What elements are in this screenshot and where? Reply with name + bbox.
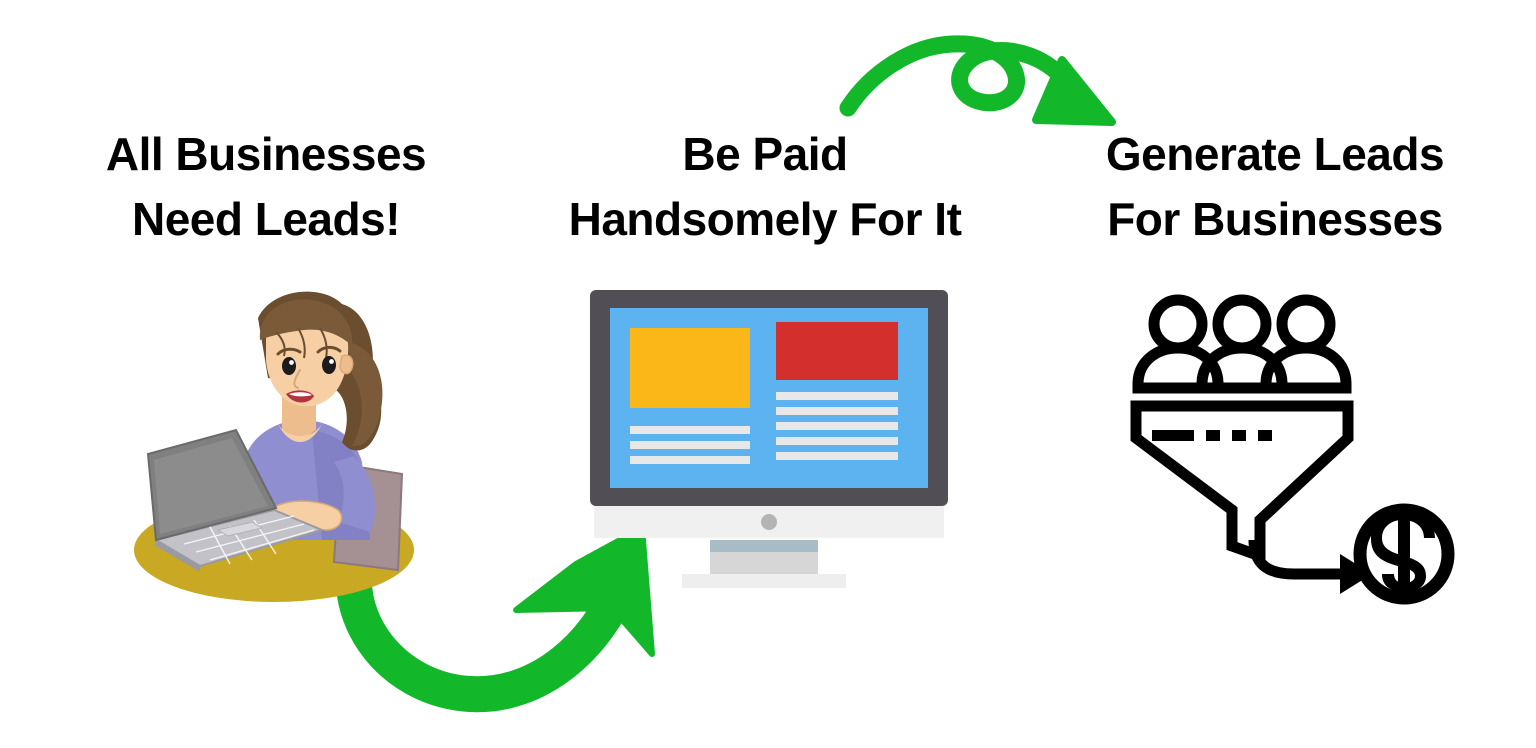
- desktop-computer-monitor-illustration: [586, 286, 958, 592]
- person-head-3: [1276, 294, 1336, 354]
- screen-text-lines-left: [630, 426, 750, 464]
- screen-block-yellow: [630, 328, 750, 408]
- right-arm: [334, 456, 376, 532]
- heading-center-line-1: Be Paid: [682, 128, 848, 180]
- right-eyebrow: [316, 345, 342, 354]
- woman-typing-on-laptop-illustration: [126, 278, 420, 610]
- left-eye: [282, 357, 296, 375]
- monitor-stand-base: [682, 574, 846, 588]
- heading-generate-leads-for-businesses: Generate Leads For Businesses: [1040, 122, 1510, 253]
- teeth: [289, 392, 312, 397]
- ear: [339, 354, 354, 375]
- curved-swoosh-arrow-up-right-icon: [330, 512, 690, 722]
- heading-be-paid-handsomely: Be Paid Handsomely For It: [540, 122, 990, 253]
- person-head-1: [1148, 294, 1208, 354]
- monitor-power-indicator: [761, 514, 777, 530]
- heading-left-line-1: All Businesses: [105, 128, 427, 180]
- neck: [282, 396, 316, 438]
- collar-skin: [278, 424, 322, 442]
- heading-right-line-1: Generate Leads: [1105, 128, 1445, 180]
- laptop-trackpad: [216, 521, 264, 537]
- nose: [293, 369, 301, 389]
- funnel-to-coin-arrow-line: [1248, 539, 1346, 580]
- heading-center-line-2: Handsomely For It: [568, 193, 962, 246]
- left-eyebrow: [276, 347, 302, 356]
- screen-text-lines-right: [776, 392, 898, 460]
- laptop-base-edge: [156, 540, 200, 572]
- hair-fringe: [259, 299, 353, 346]
- dollar-sign-icon: [1371, 511, 1435, 592]
- right-eye: [322, 356, 336, 374]
- heading-right-line-2: For Businesses: [1107, 193, 1443, 246]
- curved-loop-arrow-right-icon: [839, 30, 1140, 150]
- heading-all-businesses-need-leads: All Businesses Need Leads!: [36, 122, 496, 253]
- laptop-lid-inner: [154, 438, 268, 534]
- monitor-stand-neck: [710, 552, 818, 574]
- ponytail: [348, 342, 383, 447]
- funnel-outline: [1130, 400, 1354, 564]
- funnel-filter-dashes: [1152, 430, 1272, 441]
- heading-left-line-2: Need Leads!: [131, 193, 401, 246]
- dollar-coin-ring: [1353, 503, 1455, 605]
- screen-block-red: [776, 322, 898, 380]
- person-head-2: [1212, 294, 1272, 354]
- monitor-stand-neck-top: [710, 540, 818, 552]
- hair-fringe-strands: [275, 327, 328, 359]
- funnel-to-coin-arrowhead: [1340, 554, 1372, 594]
- lead-generation-funnel-illustration: [1128, 288, 1458, 608]
